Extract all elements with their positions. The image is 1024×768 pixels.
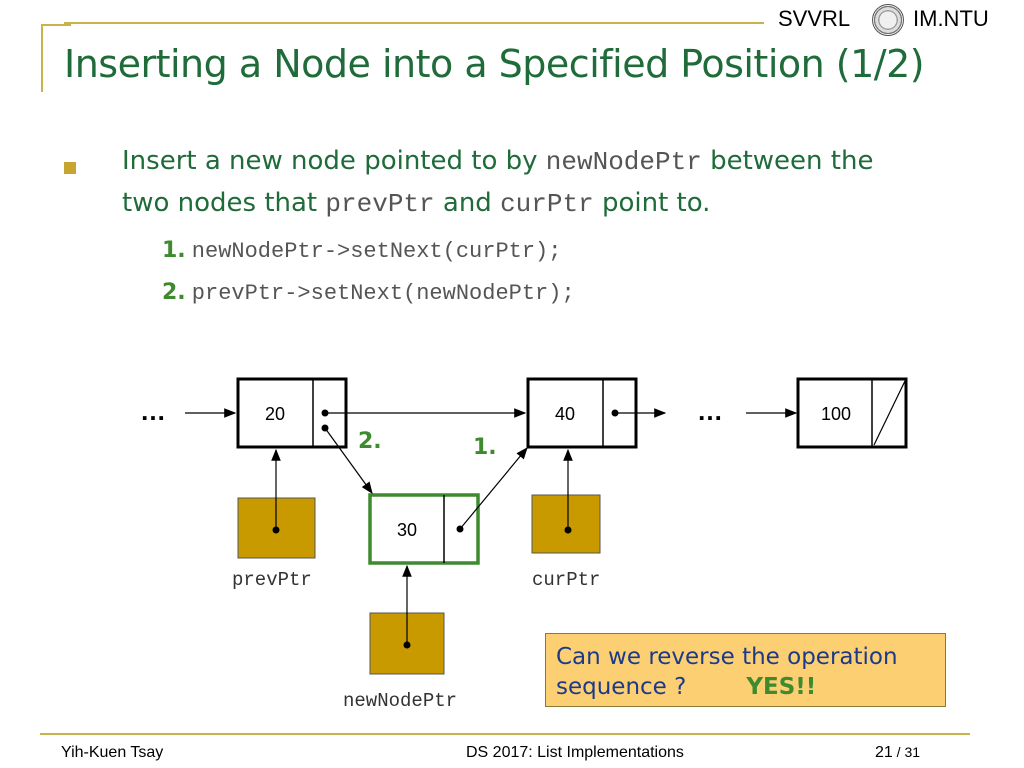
footer-course: DS 2017: List Implementations — [466, 744, 684, 761]
bullet-text: between the — [701, 146, 874, 176]
step-number: 2. — [162, 280, 186, 305]
code-newnodeptr: newNodePtr — [545, 147, 702, 177]
arrow-step2-node20-to-node30 — [324, 427, 373, 494]
footer-rule — [40, 733, 970, 735]
node-value: 100 — [821, 404, 851, 424]
step-2: 2. prevPtr->setNext(newNodePtr); — [162, 279, 575, 306]
code-prevptr: prevPtr — [325, 189, 435, 219]
footer-page-number: 21 / 31 — [875, 744, 921, 761]
pointer-curptr — [531, 448, 601, 554]
node-value: 40 — [555, 404, 575, 424]
bullet-square-icon — [64, 162, 76, 174]
label-prevptr: prevPtr — [232, 569, 312, 591]
step-1: 1. newNodePtr->setNext(curPtr); — [162, 237, 561, 264]
bullet-line-1: Insert a new node pointed to by newNodeP… — [122, 146, 873, 177]
university-seal-icon — [872, 4, 904, 36]
node-value: 30 — [397, 520, 417, 540]
callout-question-line2: sequence ? YES!! — [556, 672, 935, 702]
footer-author: Yih-Kuen Tsay — [61, 744, 164, 761]
step1-tag: 1. — [473, 435, 497, 460]
title-corner-rule — [41, 24, 71, 26]
slide-title: Inserting a Node into a Specified Positi… — [64, 42, 925, 86]
ellipsis-left: … — [140, 396, 166, 426]
header-rule — [64, 22, 764, 24]
bullet-text: and — [434, 188, 501, 218]
step-number: 1. — [162, 238, 186, 263]
node-value: 20 — [265, 404, 285, 424]
callout-answer: YES!! — [746, 674, 817, 700]
step2-tag: 2. — [358, 429, 382, 454]
title-left-rule — [41, 26, 43, 92]
pointer-newnodeptr — [369, 564, 445, 675]
footer-total: 31 — [904, 744, 921, 760]
footer-page: 21 — [875, 744, 893, 761]
bullet-text: point to. — [593, 188, 711, 218]
step-code: newNodePtr->setNext(curPtr); — [191, 239, 562, 264]
ellipsis-middle: … — [697, 396, 723, 426]
bullet-line-2: two nodes that prevPtr and curPtr point … — [122, 188, 710, 219]
callout-question-text: sequence ? — [556, 674, 687, 700]
node-30-new: 30 — [368, 493, 480, 565]
code-curptr: curPtr — [500, 189, 594, 219]
label-newnodeptr: newNodePtr — [343, 690, 458, 712]
label-curptr: curPtr — [532, 569, 601, 591]
callout-question-line1: Can we reverse the operation — [556, 644, 898, 670]
brand-right: IM.NTU — [913, 6, 989, 31]
bullet-text: two nodes that — [122, 188, 326, 218]
step-code: prevPtr->setNext(newNodePtr); — [191, 281, 575, 306]
question-callout: Can we reverse the operation sequence ? Y… — [545, 633, 946, 707]
pointer-prevptr — [237, 448, 316, 559]
arrow-step1-node30-to-node40 — [459, 447, 528, 530]
node-100: 100 — [796, 377, 908, 449]
brand-left: SVVRL — [778, 6, 851, 31]
bullet-text: Insert a new node pointed to by — [122, 146, 546, 176]
